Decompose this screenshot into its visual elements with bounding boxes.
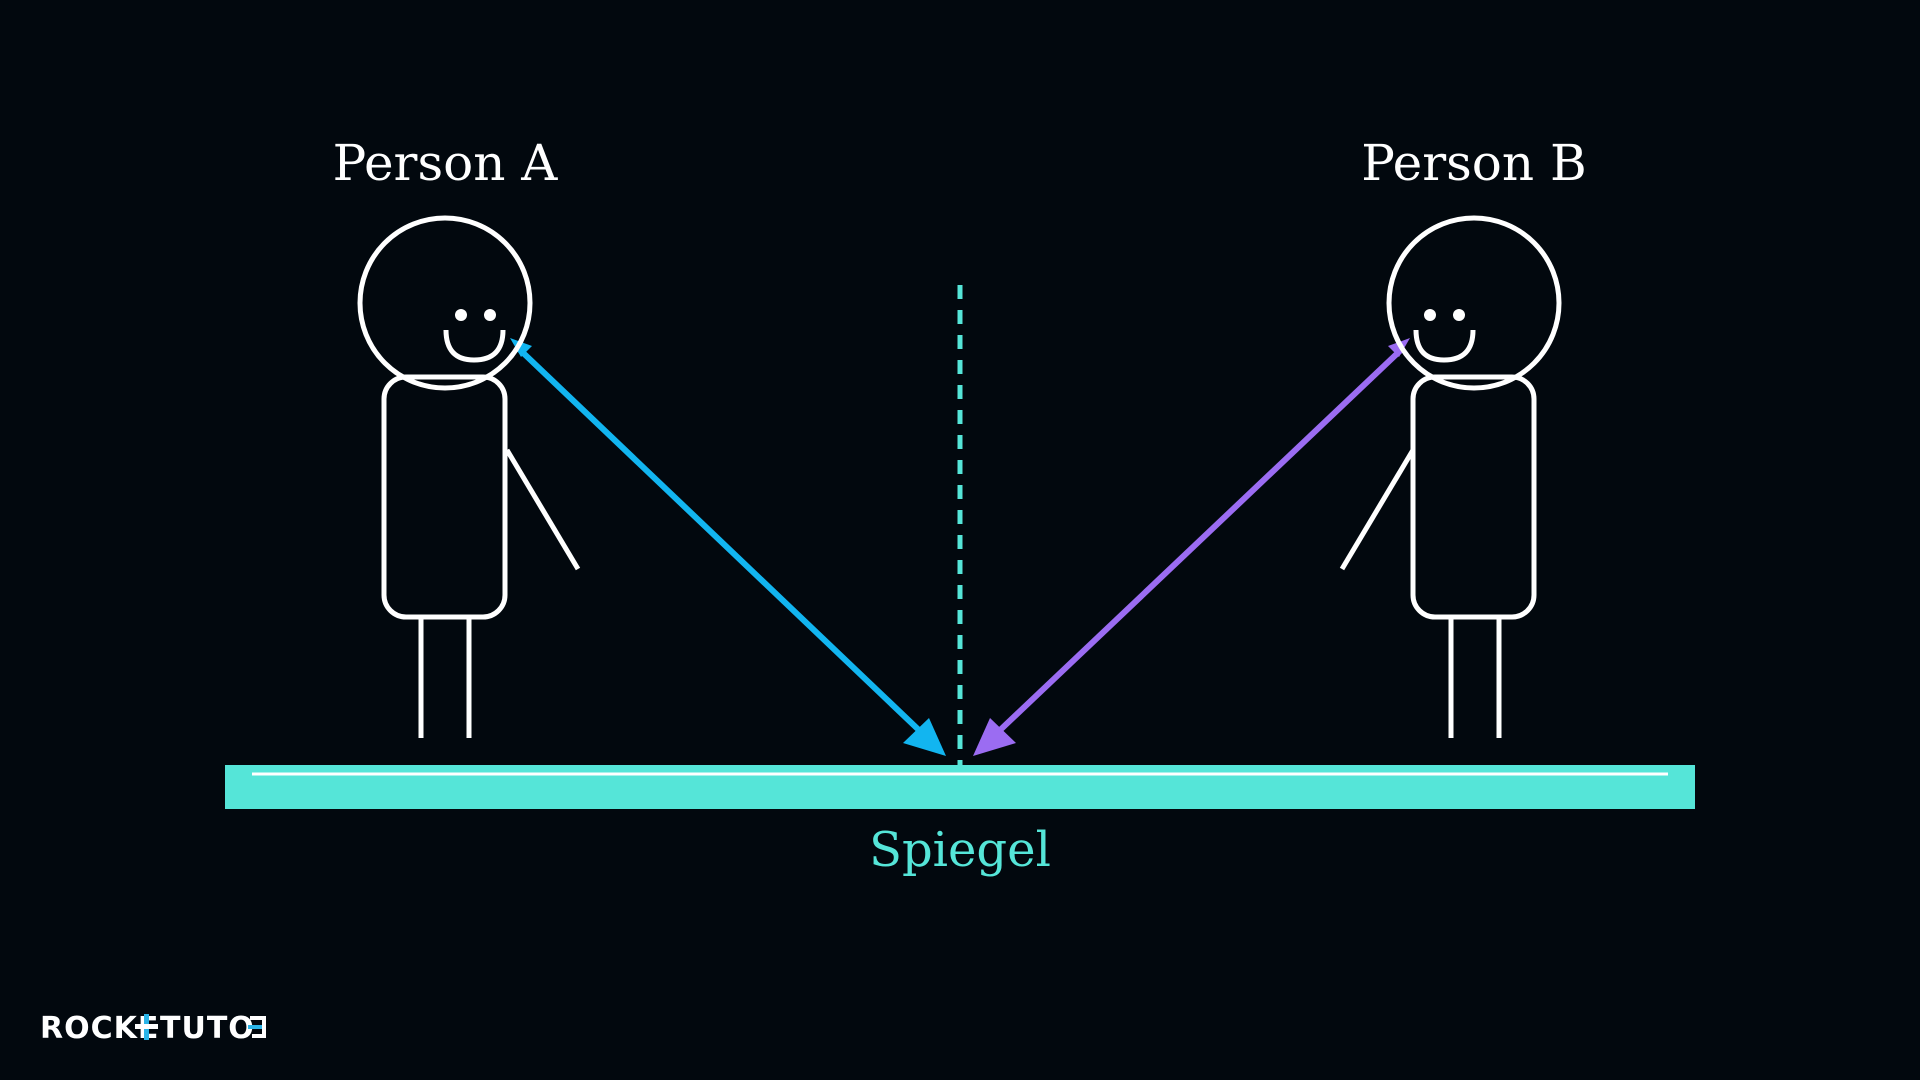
logo-r-icon — [248, 1016, 266, 1038]
person-a-label: Person A — [333, 134, 559, 192]
person-a-arm — [504, 448, 581, 571]
person-a-figure — [357, 215, 581, 738]
mirror-label: Spiegel — [869, 822, 1051, 878]
person-a-eye-right — [484, 309, 496, 321]
person-b-arm — [1339, 448, 1416, 571]
mirror — [225, 765, 1695, 809]
ray-person-a — [510, 338, 946, 756]
person-b-smile — [1413, 329, 1476, 363]
person-a-body — [381, 374, 508, 620]
ray-b-line — [994, 345, 1406, 736]
person-a-head — [357, 215, 533, 391]
person-b-figure — [1339, 215, 1562, 738]
logo-text-right: TUTO — [160, 1011, 255, 1046]
person-a-eye-left — [455, 309, 467, 321]
person-b-eye-left — [1424, 309, 1436, 321]
person-b-eye-right — [1453, 309, 1465, 321]
ray-a-arrowhead — [903, 718, 946, 756]
ray-a-tail-head — [510, 338, 532, 357]
person-b-label: Person B — [1361, 134, 1587, 192]
logo-plus-icon — [135, 1014, 158, 1040]
person-b-body — [1410, 374, 1537, 620]
mirror-surface — [225, 765, 1695, 809]
ray-b-arrowhead — [973, 718, 1016, 756]
person-b-head — [1386, 215, 1562, 391]
rocket-tutor-logo: ROCKE TUTO — [40, 1011, 266, 1046]
ray-a-line — [515, 345, 925, 736]
person-a-smile — [443, 329, 506, 363]
ray-person-b — [973, 338, 1410, 756]
